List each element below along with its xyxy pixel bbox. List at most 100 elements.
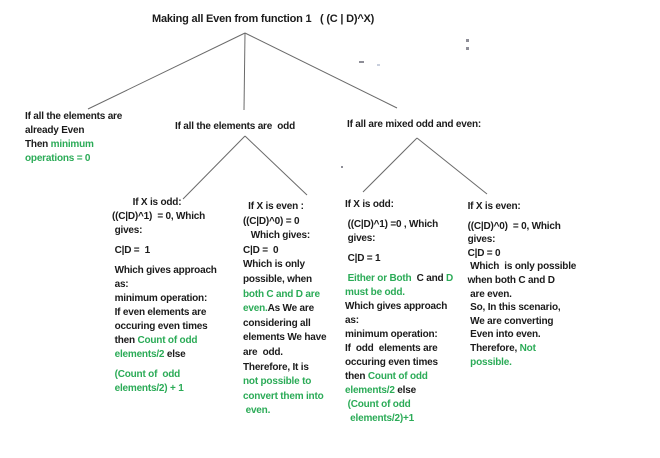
text-line: ((C|D)^1) =0 , Which <box>345 219 439 230</box>
text-line: Either or Both C and D <box>345 273 454 284</box>
text-line: not possible to <box>243 375 326 390</box>
text-line: as: <box>112 279 129 290</box>
text-line: C|D = 0 <box>243 244 279 256</box>
tree-edge <box>244 32 398 109</box>
text-line: are odd. <box>243 346 283 358</box>
text-line: elements/2)+1 <box>345 412 453 426</box>
text-line: ((C|D)^0) = 0 <box>243 215 300 227</box>
text-line: occuring even times <box>345 357 438 368</box>
tree-edge <box>243 32 246 111</box>
text-line: gives: <box>465 234 496 246</box>
stray-mark <box>377 64 380 66</box>
text-line: C|D = 0 <box>465 247 501 259</box>
text-line: convert them into <box>243 390 326 405</box>
highlight-text: Count of odd <box>137 335 198 346</box>
text-line: If X is odd: <box>345 199 394 210</box>
tree-edge <box>244 135 308 196</box>
text-line: If X is even : <box>243 201 304 212</box>
text-line: occuring even times <box>112 321 208 332</box>
node-all-elements-odd: If all the elements are odd <box>175 119 295 134</box>
text-line: Making all Even from function 1 ( (C | D… <box>152 13 375 25</box>
text-line: then Count of odd <box>112 335 198 346</box>
text-line: gives: <box>345 233 376 244</box>
text-line: elements/2 else <box>345 385 416 396</box>
highlight-text: elements/2) + 1 <box>112 383 184 394</box>
text-line: C|D = 1 <box>345 253 381 264</box>
leaf-odd-branch-x-odd: If X is odd:((C|D)^1) = 0, Which gives: … <box>112 196 217 396</box>
text-line: If all the elements are odd <box>175 121 295 132</box>
text-line: ((C|D)^0) = 0, Which <box>465 220 561 232</box>
text-line: Which is only possible <box>465 261 577 273</box>
text-line: considering all <box>243 317 311 329</box>
text-line: possible, when <box>243 273 312 285</box>
text-line: as: <box>345 315 359 326</box>
text-line: operations = 0 <box>25 152 122 166</box>
text-line: elements We have <box>243 332 327 344</box>
highlight-text: (Count of odd <box>345 399 411 410</box>
text-line: even. <box>243 404 326 419</box>
text-line: ((C|D)^1) = 0, Which <box>112 211 206 222</box>
text-line: (Count of odd <box>112 368 217 382</box>
text-line: even.As We are <box>243 303 314 315</box>
highlight-text: Not <box>519 342 536 354</box>
text-line: Which is only <box>243 259 305 271</box>
text-line: then Count of odd <box>345 371 428 382</box>
text-line: If X is odd: <box>112 197 182 208</box>
text-line: (Count of odd <box>345 398 453 412</box>
highlight-text: D <box>445 273 453 284</box>
text-line: Which gives approach <box>112 265 217 276</box>
highlight-text: minimum <box>50 139 94 150</box>
text-line: If odd elements are <box>345 343 438 354</box>
text-line: both C and D are <box>243 288 326 303</box>
text-line: Then minimum <box>25 139 94 150</box>
leaf-mixed-branch-x-odd: If X is odd: ((C|D)^1) =0 , Which gives:… <box>345 198 453 426</box>
text-line: If all are mixed odd and even: <box>347 119 482 130</box>
highlight-text: (Count of odd <box>112 369 181 380</box>
text-line: elements/2 else <box>112 349 186 360</box>
text-line: Therefore, It is <box>243 361 309 373</box>
text-line: If all the elements are <box>25 111 123 122</box>
text-line: Even into even. <box>465 329 541 341</box>
tree-edge <box>87 32 246 110</box>
highlight-text: convert them into <box>243 390 324 402</box>
highlight-text: elements/2)+1 <box>345 413 414 424</box>
stray-mark <box>466 47 469 50</box>
leaf-mixed-branch-x-even: If X is even: ((C|D)^0) = 0, Which gives… <box>465 200 577 370</box>
text-line: when both C and D <box>465 274 555 286</box>
tree-edge <box>182 135 246 200</box>
text-line: possible. <box>465 356 576 370</box>
tree-edge <box>362 137 418 193</box>
node-mixed-odd-even: If all are mixed odd and even: <box>347 117 481 132</box>
highlight-text: both C and D are <box>243 288 320 300</box>
highlight-text: even. <box>243 303 268 315</box>
highlight-text: elements/2 <box>112 349 167 360</box>
text-line: gives: <box>112 225 143 236</box>
stray-mark <box>359 61 364 63</box>
highlight-text: not possible to <box>243 376 312 388</box>
text-line: So, In this scenario, <box>465 302 561 314</box>
text-line: minimum operation: <box>345 329 438 340</box>
stray-mark <box>466 39 469 42</box>
text-line: are even. <box>465 288 512 300</box>
highlight-text: possible. <box>465 356 512 368</box>
text-line: If even elements are <box>112 307 207 318</box>
tree-edge <box>416 137 488 195</box>
text-line: Therefore, Not <box>465 342 536 354</box>
text-line: Which gives: <box>243 230 311 242</box>
text-line: We are converting <box>465 315 554 327</box>
highlight-text: elements/2 <box>345 385 398 396</box>
diagram-title: Making all Even from function 1 ( (C | D… <box>152 13 374 25</box>
leaf-odd-branch-x-even: If X is even : ((C|D)^0) = 0 Which gives:… <box>243 200 327 419</box>
text-line: already Even <box>25 125 85 136</box>
highlight-text: operations = 0 <box>25 153 91 164</box>
highlight-text: even. <box>243 405 271 417</box>
text-line: If X is even: <box>465 201 521 212</box>
text-line: must be odd. <box>345 286 453 300</box>
text-line: Which gives approach <box>345 301 448 312</box>
highlight-text: Count of odd <box>367 371 428 382</box>
highlight-text: must be odd. <box>345 287 405 298</box>
text-line: minimum operation: <box>112 293 208 304</box>
